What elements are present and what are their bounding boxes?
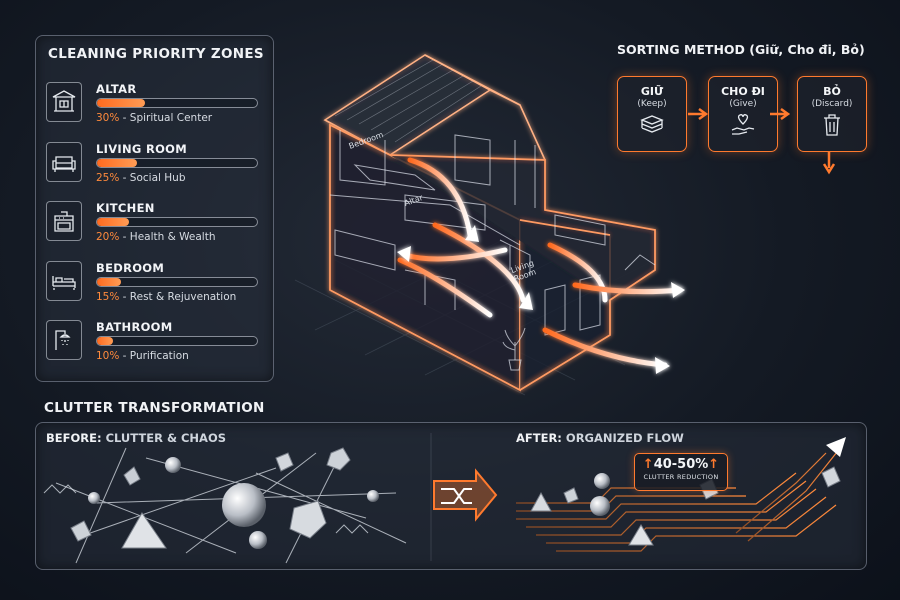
zone-description: 10% - Purification xyxy=(96,350,189,362)
altar-icon xyxy=(46,82,82,122)
sorting-method-title: SORTING METHOD (Giữ, Cho đi, Bỏ) xyxy=(617,42,865,57)
clutter-transformation-panel: BEFORE: CLUTTER & CHAOS AFTER: ORGANIZED… xyxy=(35,422,867,570)
sort-step-discard: BỎ(Discard) xyxy=(797,76,867,152)
zone-description: 20% - Health & Wealth xyxy=(96,231,216,243)
zone-progress-bar xyxy=(96,157,258,168)
sort-step-keep: GIỮ(Keep) xyxy=(617,76,687,152)
before-label: BEFORE: CLUTTER & CHAOS xyxy=(46,431,226,445)
zone-desc-text: - Spiritual Center xyxy=(119,112,213,124)
arrow-right-icon xyxy=(688,107,709,121)
trash-icon xyxy=(818,114,846,142)
zone-progress-fill xyxy=(97,158,137,167)
zone-description: 15% - Rest & Rejuvenation xyxy=(96,291,236,303)
arrow-up-icon: ↑ xyxy=(708,457,720,472)
heart-hand-icon xyxy=(729,114,757,142)
sort-step-label: GIỮ xyxy=(640,85,664,98)
zone-name: ALTAR xyxy=(96,82,137,96)
zone-percent: 15% xyxy=(96,290,120,303)
plant-icon xyxy=(502,327,526,371)
arrow-up-icon: ↑ xyxy=(642,457,654,472)
zone-name: BEDROOM xyxy=(96,260,165,275)
zone-progress-fill xyxy=(97,277,121,286)
zone-name: KITCHEN xyxy=(96,201,155,215)
zone-percent: 10% xyxy=(96,350,120,362)
zone-percent: 30% xyxy=(96,112,120,124)
after-label: AFTER: ORGANIZED FLOW xyxy=(516,431,684,445)
clutter-reduction-badge: ↑40-50%↑ CLUTTER REDUCTION xyxy=(634,453,728,491)
zone-name: LIVING ROOM xyxy=(96,141,188,156)
zone-desc-text: - Purification xyxy=(119,350,189,362)
zone-description: 30% - Spiritual Center xyxy=(96,112,212,124)
energy-flow-arrows xyxy=(397,157,683,368)
zone-progress-bar xyxy=(96,217,258,227)
shower-icon xyxy=(46,320,82,360)
zone-progress-fill xyxy=(97,218,129,226)
sofa-icon xyxy=(46,141,82,182)
zone-percent: 20% xyxy=(96,231,120,243)
priority-zones-title: CLEANING PRIORITY ZONES xyxy=(48,46,264,62)
arrow-down-icon xyxy=(822,152,836,175)
zone-name: BATHROOM xyxy=(96,320,173,334)
stack-icon xyxy=(638,115,666,142)
zone-progress-bar xyxy=(96,98,258,108)
house-cutaway-illustration xyxy=(294,54,685,396)
zone-progress-bar xyxy=(96,276,258,287)
sort-step-label: CHO ĐI xyxy=(721,85,765,98)
zone-percent: 25% xyxy=(96,171,120,184)
stove-icon xyxy=(46,201,82,241)
zone-desc-text: - Rest & Rejuvenation xyxy=(119,290,237,303)
zone-bathroom: BATHROOM 10% - Purification xyxy=(46,318,266,366)
zone-desc-text: - Health & Wealth xyxy=(119,231,216,243)
zone-living-room: LIVING ROOM 25% - Social Hub xyxy=(46,140,266,188)
transform-arrow-icon xyxy=(433,468,498,522)
zone-description: 25% - Social Hub xyxy=(96,172,186,184)
sort-step-label: BỎ xyxy=(823,85,841,98)
sort-step-give: CHO ĐI(Give) xyxy=(708,76,778,152)
reduction-subtitle: CLUTTER REDUCTION xyxy=(643,473,719,481)
zone-progress-fill xyxy=(97,337,113,345)
sort-step-sub: (Keep) xyxy=(637,99,667,109)
priority-zones-panel: CLEANING PRIORITY ZONES ALTAR 30% - Spiri… xyxy=(35,35,274,382)
reduction-value: 40-50% xyxy=(653,457,709,472)
zone-altar: ALTAR 30% - Spiritual Center xyxy=(46,80,266,128)
bed-icon xyxy=(46,260,82,301)
zone-kitchen: KITCHEN 20% - Health & Wealth xyxy=(46,199,266,247)
arrow-right-icon xyxy=(770,107,791,121)
zone-bedroom: BEDROOM 15% - Rest & Rejuvenation xyxy=(46,259,266,307)
zone-progress-fill xyxy=(97,99,145,107)
zone-progress-bar xyxy=(96,336,258,346)
clutter-transformation-title: CLUTTER TRANSFORMATION xyxy=(44,400,265,416)
sort-step-sub: (Discard) xyxy=(811,99,853,109)
sort-step-sub: (Give) xyxy=(729,99,757,109)
zone-desc-text: - Social Hub xyxy=(119,171,186,184)
clutter-illustration xyxy=(43,433,846,564)
